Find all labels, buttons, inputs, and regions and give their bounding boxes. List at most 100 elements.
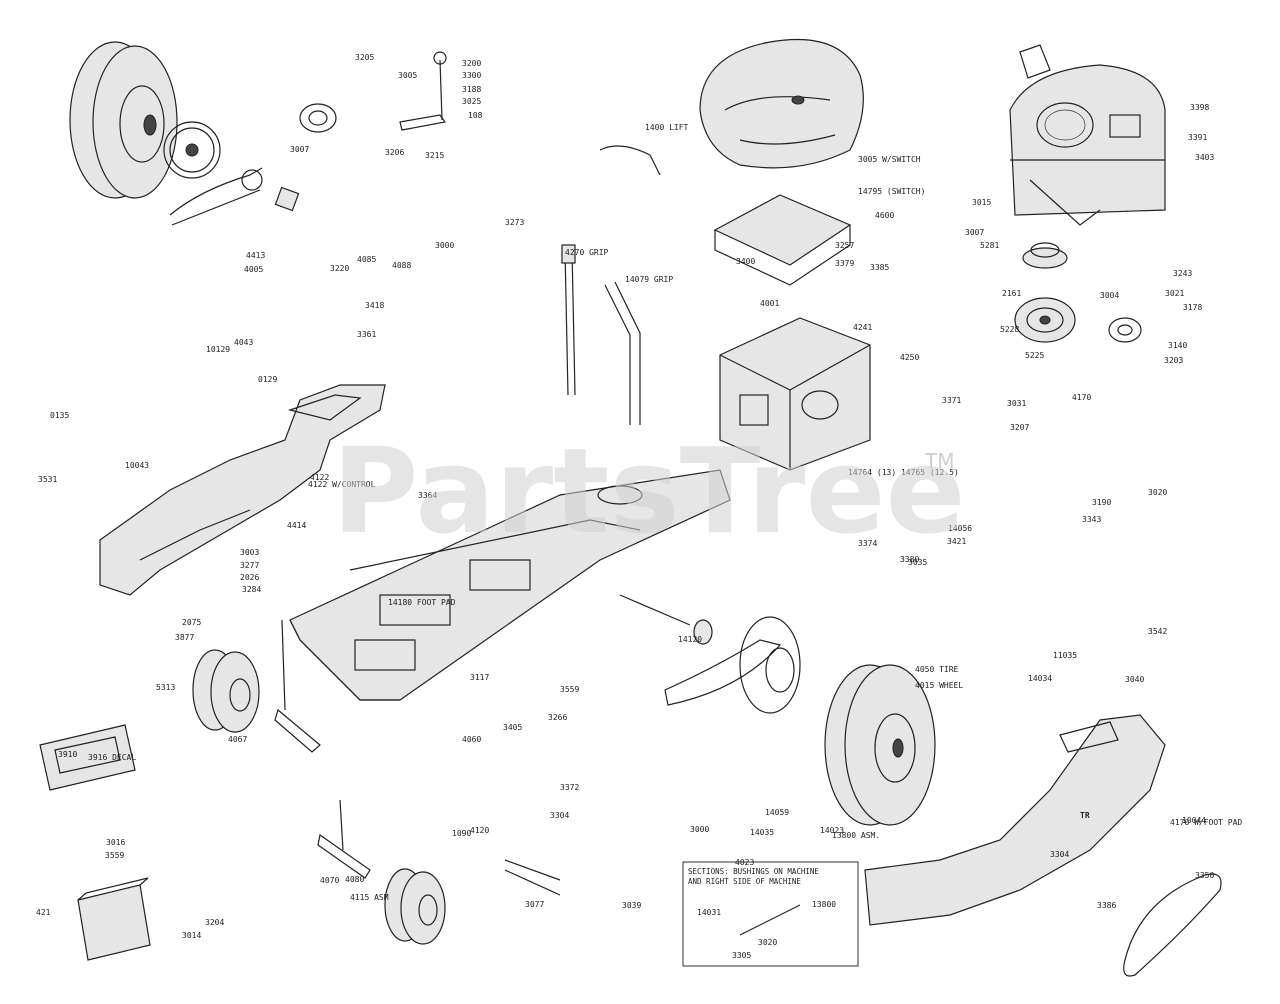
seat [699,38,864,169]
part-number-label: 3040 [1125,675,1144,684]
engine [1009,44,1166,226]
idler-pulley-assembly [299,51,447,133]
part-number-label: 3206 [385,148,404,157]
front-left-wheel [192,649,260,733]
part-number-label: 3204 [205,918,224,927]
part-number-label: 3284 [242,585,261,594]
part-number-label: 5225 [1025,351,1044,360]
part-number-label: 4067 [228,735,247,744]
part-number-label: 4070 [320,876,339,885]
label-lift: 1400 LIFT [645,123,689,132]
label-footpad: 14180 FOOT PAD [388,598,456,607]
part-number-label: 3266 [548,713,567,722]
part-number-label: 4060 [462,735,481,744]
label-grip2: 14079 GRIP [625,275,673,284]
part-number-label: 3304 [550,811,569,820]
part-number-label: 4414 [287,521,306,530]
part-number-label: 4085 [357,255,376,264]
part-number-label: 3559 [105,851,124,860]
part-number-label: 3077 [525,900,544,909]
part-number-label: 3403 [1195,153,1214,162]
part-number-label: 14031 [697,908,721,917]
spindles [274,619,561,896]
part-number-label: 3007 [290,145,309,154]
label-grip: 4270 GRIP [565,248,609,257]
part-number-label: 3405 [503,723,522,732]
watermark-tm: TM [924,449,954,473]
part-number-label: 3257 [835,241,854,250]
part-number-label: 4600 [875,211,894,220]
part-number-label: 2161 [1002,289,1021,298]
part-number-label: 3039 [622,901,641,910]
part-number-label: 10044 [1182,816,1206,825]
part-number-label: 13800 [812,900,836,909]
label-footpad2: 4170 W/FOOT PAD [1170,818,1242,827]
part-number-label: 3140 [1168,341,1187,350]
part-number-label: 3400 [736,257,755,266]
rear-wheel-assembly [69,41,300,226]
label-decal: 3916 DECAL [88,753,136,762]
part-number-label: 3910 [58,750,77,759]
label-engine-opt: 14764 (13) 14765 (12.5) [848,468,959,477]
part-number-label: 3000 [690,825,709,834]
part-number-label: 3385 [870,263,889,272]
transmission-housing [719,317,871,471]
control-rods [561,145,661,425]
left-fender [99,384,386,596]
part-number-label: 3031 [1007,399,1026,408]
part-number-label: 3380 [900,555,919,564]
part-number-label: 5228 [1000,325,1019,334]
part-number-label: 10043 [125,461,149,470]
note-spring [739,904,801,936]
part-number-label: 3025 [462,97,481,106]
part-number-label: 3277 [240,561,259,570]
part-number-label: 3015 [972,198,991,207]
decal-plate [39,724,136,791]
note-line-2: AND RIGHT SIDE OF MACHINE [688,877,801,886]
part-number-label: 3374 [858,539,877,548]
part-number-label: 3188 [462,85,481,94]
label-switch: 14795 (SWITCH) [858,187,925,196]
label-asm2: 4115 ASM [350,893,389,902]
part-number-label: 14034 [1028,674,1052,683]
part-number-label: 3215 [425,151,444,160]
part-number-label: 3003 [240,548,259,557]
label-seat: 3005 W/SWITCH [858,155,921,164]
part-number-label: 3364 [418,491,437,500]
part-number-label: 4413 [246,251,265,260]
part-number-label: 3243 [1173,269,1192,278]
part-number-label: 1090 [452,829,471,838]
part-number-label: 10129 [206,345,230,354]
part-number-label: 4250 [900,353,919,362]
battery [77,877,151,961]
right-rear-wheel [824,664,936,826]
part-number-label: 3178 [1183,303,1202,312]
label-asm: 13800 ASM. [832,831,880,840]
part-number-label: 3021 [1165,289,1184,298]
part-number-label: 3000 [435,241,454,250]
engine-pulley-stack [1014,242,1142,343]
part-number-label: 2075 [182,618,201,627]
part-number-label: 3300 [462,71,481,80]
fender-logo: TR [1080,811,1090,820]
part-number-label: 3531 [38,475,57,484]
part-number-label: 3361 [357,330,376,339]
part-number-label: 421 [36,908,51,917]
part-number-label: 14059 [765,808,789,817]
part-number-label: 3386 [1097,901,1116,910]
part-number-label: 3220 [330,264,349,273]
part-number-label: 3421 [947,537,966,546]
part-number-label: 4120 [470,826,489,835]
part-number-label: 4088 [392,261,411,270]
part-number-label: 3542 [1148,627,1167,636]
note-box [682,861,859,967]
front-right-wheel [384,868,446,945]
part-number-label: 11035 [1053,651,1077,660]
part-number-label: 3014 [182,931,201,940]
part-number-label: 3016 [106,838,125,847]
part-number-label: 3020 [1148,488,1167,497]
part-number-label: 0129 [258,375,277,384]
part-number-label: 4080 [345,875,364,884]
